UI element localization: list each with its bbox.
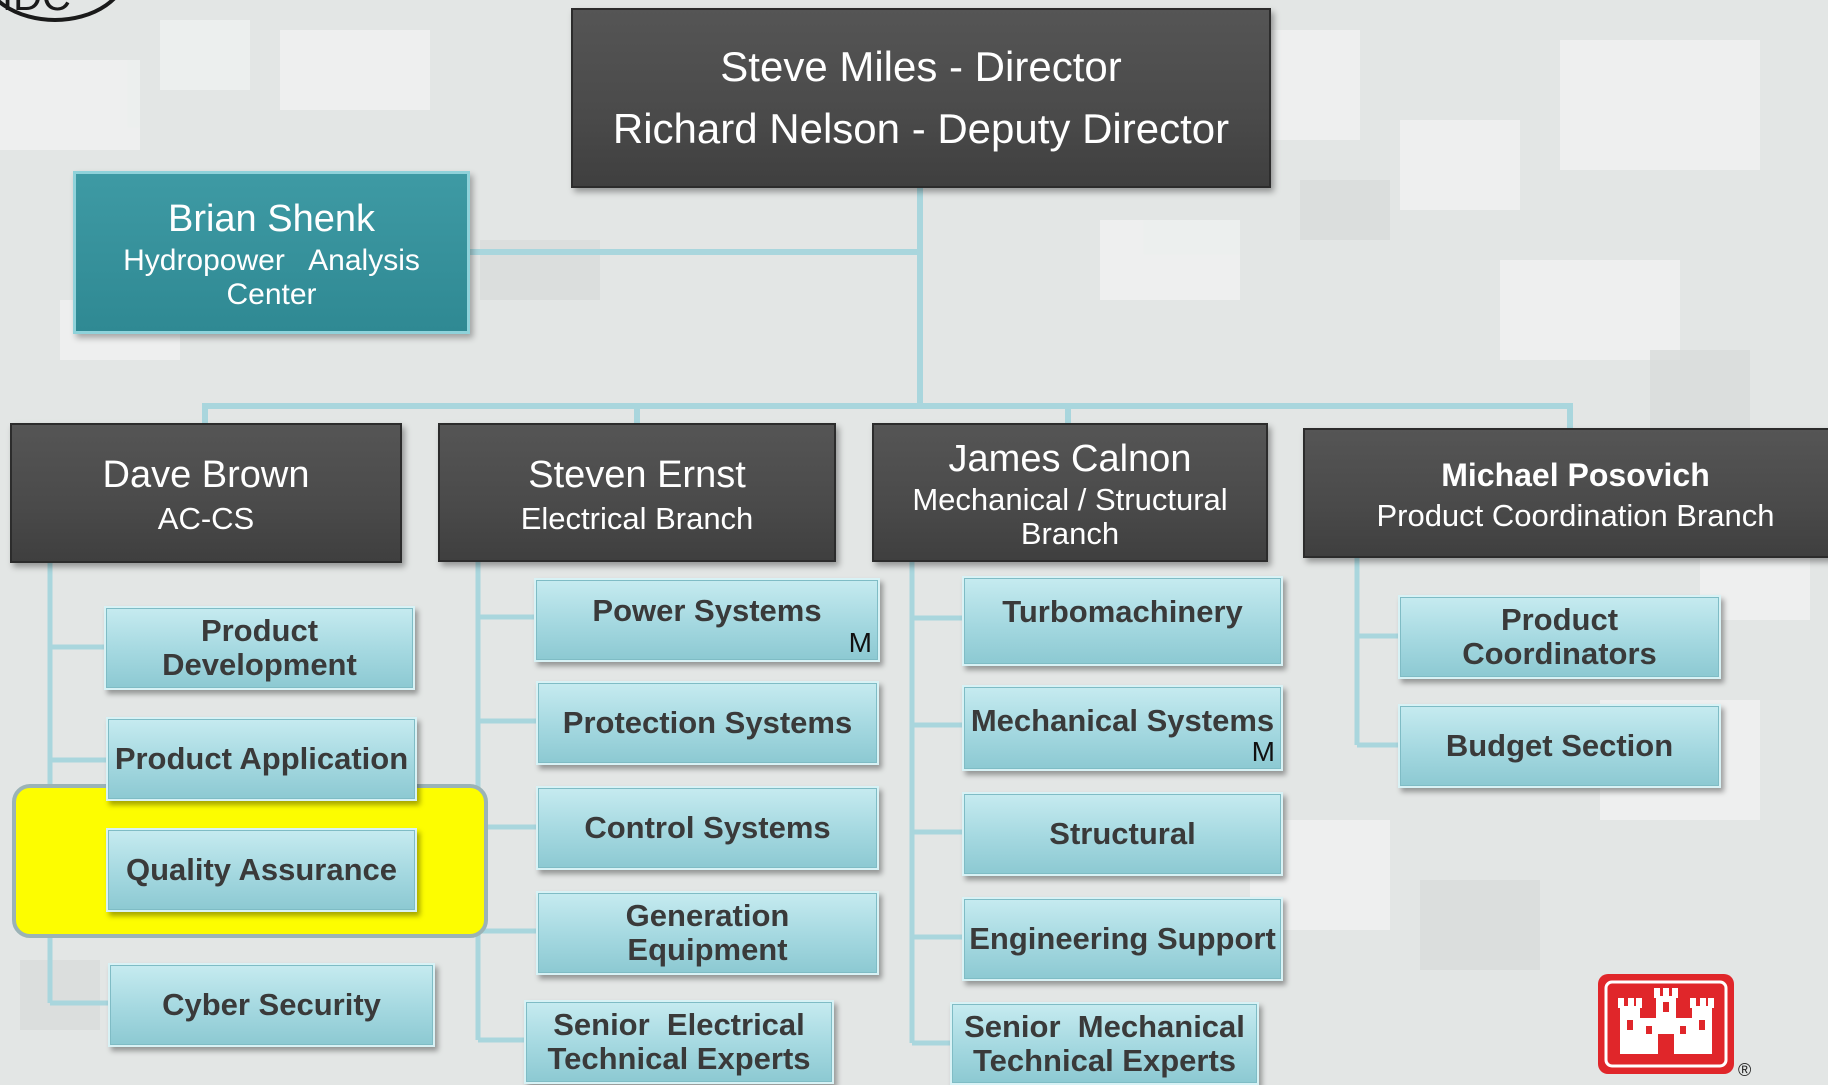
item-label-line1: Senior Electrical <box>553 1007 805 1042</box>
branch-box-coordination: Michael Posovich Product Coordination Br… <box>1303 428 1828 558</box>
registered-mark: ® <box>1738 1060 1752 1080</box>
hac-name: Brian Shenk <box>167 197 375 240</box>
item-label-line1: Protection Systems <box>562 705 853 740</box>
item-label-line1: Mechanical Systems <box>970 703 1275 738</box>
item-mark: M <box>848 627 872 658</box>
item-budget-section: Budget Section <box>1398 704 1721 788</box>
item-label-line1: Product Application <box>114 741 409 776</box>
item-label-line1: Product <box>200 613 319 648</box>
item-label-line2: Development <box>162 647 357 682</box>
branch-head-title-line2: Branch <box>1020 515 1120 551</box>
branch-head-name: Michael Posovich <box>1441 457 1710 493</box>
item-label-line1: Senior Mechanical <box>964 1008 1245 1044</box>
item-senior-electrical-experts: Senior Electrical Technical Experts <box>524 1000 834 1084</box>
item-generation-equipment: Generation Equipment <box>536 891 879 975</box>
item-label-line2: Coordinators <box>1462 636 1657 671</box>
item-label-line1: Power Systems <box>592 593 822 628</box>
item-label-line1: Budget Section <box>1445 728 1674 763</box>
item-label-line1: Cyber Security <box>162 987 381 1022</box>
director-box: Steve Miles - Director Richard Nelson - … <box>571 8 1271 188</box>
deputy-director-name: Richard Nelson - Deputy Director <box>612 105 1230 152</box>
item-label-line2: Equipment <box>627 932 788 967</box>
branch-head-title: Mechanical / Structural <box>912 481 1228 517</box>
item-product-development: Product Development <box>104 606 415 690</box>
item-engineering-support: Engineering Support <box>962 897 1283 981</box>
castle-logo-icon <box>1598 974 1734 1074</box>
hac-title-line2: Center <box>226 277 317 311</box>
item-cyber-security: Cyber Security <box>108 963 435 1047</box>
item-label-line1: Product <box>1500 602 1619 637</box>
hac-box: Brian Shenk Hydropower Analysis Center <box>73 171 470 334</box>
item-label-line1: Turbomachinery <box>1002 594 1243 629</box>
item-mechanical-systems: Mechanical Systems M <box>962 685 1283 771</box>
branch-head-title: AC-CS <box>157 501 255 536</box>
item-label-line1: Structural <box>1049 816 1196 851</box>
item-mark: M <box>1251 736 1275 767</box>
item-structural: Structural <box>962 792 1283 876</box>
branch-head-name: Dave Brown <box>102 454 310 496</box>
svg-text:IDC: IDC <box>2 0 71 19</box>
branch-box-mechanical: James Calnon Mechanical / Structural Bra… <box>872 423 1268 562</box>
item-label-line1: Engineering Support <box>969 921 1276 956</box>
item-product-application: Product Application <box>106 717 417 801</box>
branch-box-acs: Dave Brown AC-CS <box>10 423 402 563</box>
hac-title-line1: Hydropower Analysis <box>123 243 420 277</box>
item-power-systems: Power Systems M <box>534 578 880 662</box>
branch-head-name: Steven Ernst <box>528 453 746 496</box>
item-protection-systems: Protection Systems <box>536 681 879 765</box>
item-label-line1: Control Systems <box>584 810 831 845</box>
director-name: Steve Miles - Director <box>720 43 1122 90</box>
item-label-line2: Technical Experts <box>972 1042 1237 1078</box>
item-label-line1: Quality Assurance <box>125 852 398 887</box>
branch-head-title: Product Coordination Branch <box>1376 498 1775 533</box>
item-control-systems: Control Systems <box>536 786 879 870</box>
partial-logo-icon: IDC <box>0 0 116 22</box>
item-product-coordinators: Product Coordinators <box>1398 595 1721 679</box>
item-senior-mechanical-experts: Senior Mechanical Technical Experts <box>950 1002 1259 1085</box>
item-label-line2: Technical Experts <box>547 1041 811 1076</box>
branch-box-electrical: Steven Ernst Electrical Branch <box>438 423 836 562</box>
item-label-line1: Generation <box>625 898 790 933</box>
branch-head-name: James Calnon <box>948 437 1192 480</box>
item-turbomachinery: Turbomachinery <box>962 576 1283 666</box>
branch-head-title: Electrical Branch <box>520 500 754 536</box>
item-quality-assurance: Quality Assurance <box>106 828 417 912</box>
